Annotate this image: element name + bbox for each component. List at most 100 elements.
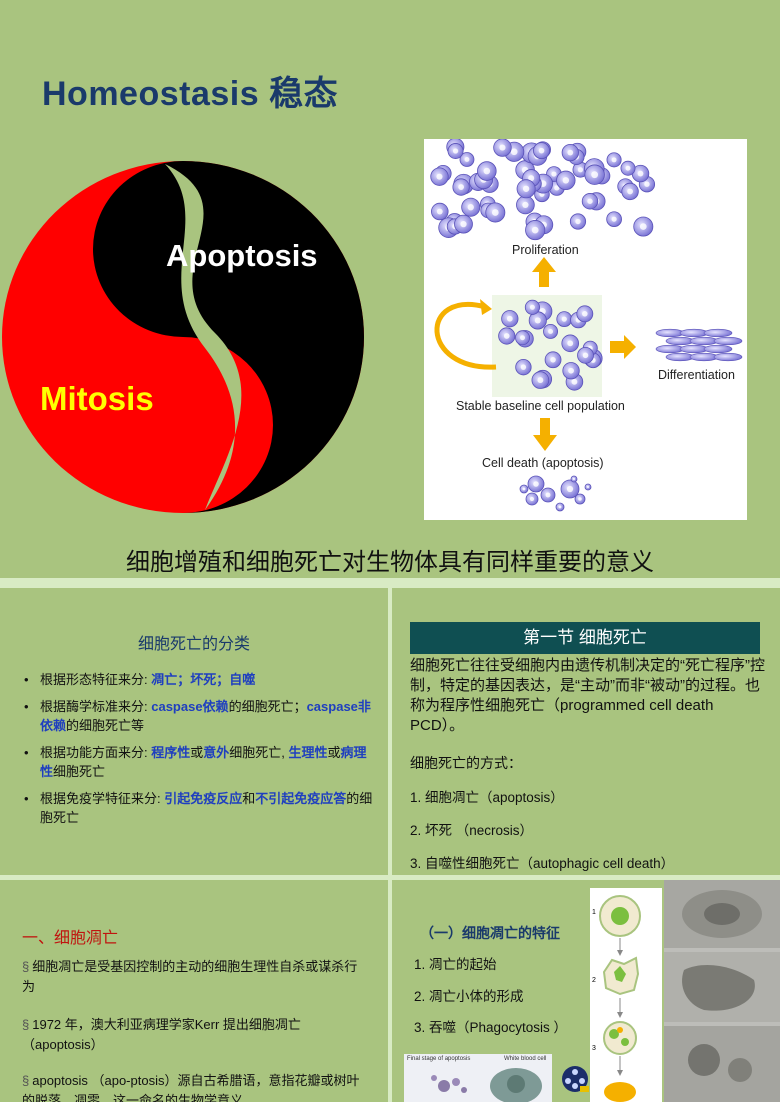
nucleus-shape: [550, 357, 556, 363]
feature-item: 3. 吞噬（Phagocytosis ）: [414, 1020, 568, 1035]
nucleus-shape: [452, 148, 459, 154]
classification-list: •根据形态特征来分: 凋亡；坏死；自噬 •根据酶学标准来分: caspase依赖…: [24, 670, 374, 835]
nucleus-shape: [460, 220, 467, 228]
nucleus-shape: [639, 223, 647, 230]
differentiation-label: Differentiation: [658, 368, 735, 382]
apoptosis-label: Apoptosis: [166, 238, 318, 273]
list-item: •根据酶学标准来分: caspase依赖的细胞死亡；caspase非依赖的细胞死…: [24, 699, 371, 733]
nucleus-shape: [522, 185, 530, 192]
nucleus-shape: [520, 364, 527, 370]
mitosis-label: Mitosis: [40, 380, 154, 417]
nucleus-shape: [537, 377, 544, 384]
nucleus-shape: [534, 317, 541, 324]
nucleus-shape: [567, 340, 574, 347]
list-item: •根据功能方面来分: 程序性或意外细胞死亡, 生理性或病理性细胞死亡: [24, 745, 367, 779]
slide-section-cell-death: 第一节 细胞死亡 细胞死亡往往受细胞内由遗传机制决定的“死亡程序”控制，特定的基…: [392, 588, 780, 875]
list-item: •根据免疫学特征来分: 引起免疫反应和不引起免疫应答的细胞死亡: [24, 791, 373, 825]
nucleus-shape: [572, 477, 576, 481]
nucleus-shape: [503, 333, 510, 339]
mode-item: 1. 细胞凋亡（apoptosis）: [410, 790, 564, 805]
nucleus-shape: [554, 185, 560, 191]
nucleus-shape: [562, 177, 570, 184]
nucleus-shape: [458, 184, 465, 190]
section-body: 细胞死亡往往受细胞内由遗传机制决定的“死亡程序”控制，特定的基因表达，是“主动”…: [410, 657, 765, 734]
nucleus-shape: [436, 208, 443, 215]
yin-yang-diagram: Apoptosis Mitosis: [2, 161, 364, 513]
nucleus-shape: [522, 201, 529, 209]
svg-text:3: 3: [592, 1045, 596, 1052]
nucleus-shape: [545, 492, 551, 498]
nucleus-shape: [611, 216, 617, 222]
slide-caption: 细胞增殖和细胞死亡对生物体具有同样重要的意义: [126, 549, 654, 576]
slide-apoptosis-features: （一）细胞凋亡的特征 1. 凋亡的起始 2. 凋亡小体的形成 3. 吞噬（Pha…: [392, 880, 780, 1102]
list-item: •根据形态特征来分: 凋亡；坏死；自噬: [24, 672, 256, 687]
slide-apoptosis-intro: 一、细胞凋亡 §细胞凋亡是受基因控制的主动的细胞生理性自杀或谋杀行为 §1972…: [0, 880, 388, 1102]
nucleus-shape: [567, 149, 574, 156]
nucleus-shape: [529, 496, 535, 502]
nucleus-shape: [575, 218, 581, 225]
nucleus-shape: [586, 485, 590, 489]
nucleus-shape: [627, 188, 633, 195]
cell-population-figure: Proliferation Differentiation Stable bas…: [424, 137, 747, 520]
nucleus-shape: [506, 315, 513, 322]
nucleus-shape: [577, 167, 584, 173]
nucleus-shape: [591, 171, 599, 179]
apoptosis-half: [93, 161, 364, 513]
nucleus-shape: [467, 204, 474, 211]
nucleus-shape: [436, 173, 443, 180]
proliferation-cells: [430, 137, 656, 241]
nucleus-shape: [582, 352, 589, 359]
electron-micrographs: [664, 880, 780, 1102]
nucleus-shape: [566, 485, 574, 493]
nucleus-shape: [611, 157, 617, 163]
final-stage-photo: Final stage of apoptosis White blood cel…: [404, 1054, 552, 1102]
nucleus-shape: [568, 367, 574, 374]
nucleus-shape: [538, 147, 545, 154]
nucleus-shape: [548, 328, 554, 334]
nucleus-shape: [625, 165, 631, 171]
differentiated-cells: [655, 328, 743, 362]
cell-death-label: Cell death (apoptosis): [482, 456, 604, 470]
svg-text:2: 2: [592, 977, 596, 984]
nucleus-shape: [571, 378, 578, 385]
apoptosis-stages-diagram: 1 2 3: [590, 888, 662, 1102]
differentiated-cell-shape: [713, 336, 743, 346]
nucleus-shape: [551, 171, 557, 177]
paragraph: §细胞凋亡是受基因控制的主动的细胞生理性自杀或谋杀行为: [22, 959, 358, 994]
nucleus-shape: [558, 505, 562, 509]
nucleus-shape: [587, 198, 593, 204]
baseline-cells: [498, 299, 603, 391]
differentiated-cell-shape: [703, 344, 733, 354]
nucleus-shape: [644, 181, 650, 187]
baseline-label: Stable baseline cell population: [456, 399, 625, 413]
differentiated-cell-shape: [713, 352, 743, 362]
self-renewal-arrow-icon: [434, 302, 497, 370]
apoptotic-bodies: [519, 475, 592, 512]
nucleus-shape: [520, 335, 526, 341]
nucleus-shape: [561, 316, 567, 322]
feature-item: 1. 凋亡的起始: [414, 957, 497, 972]
modes-title: 细胞死亡的方式：: [410, 755, 522, 771]
nucleus-shape: [483, 167, 491, 175]
features-title: （一）细胞凋亡的特征: [420, 925, 560, 941]
nucleus-shape: [578, 497, 582, 501]
nucleus-shape: [582, 311, 588, 317]
classification-title: 细胞死亡的分类: [137, 636, 250, 653]
nucleus-shape: [529, 304, 535, 310]
nucleus-shape: [464, 157, 470, 162]
film-reel-icon[interactable]: [560, 1064, 590, 1094]
proliferation-label: Proliferation: [512, 243, 579, 257]
nucleus-shape: [491, 209, 499, 216]
differentiated-cell-shape: [703, 328, 733, 338]
arrow-down-icon: [533, 418, 557, 451]
nucleus-shape: [510, 148, 518, 156]
s-curve-divider: [165, 164, 242, 510]
slide-title: Homeostasis 稳态: [42, 75, 339, 113]
section-header: 第一节 细胞死亡: [410, 622, 760, 654]
arrow-up-icon: [532, 257, 556, 287]
nucleus-shape: [637, 170, 644, 177]
mode-item: 3. 自噬性细胞死亡（autophagic cell death）: [410, 856, 675, 871]
mode-item: 2. 坏死 （necrosis）: [410, 823, 534, 838]
arrow-right-icon: [610, 335, 636, 359]
svg-text:1: 1: [592, 909, 596, 916]
